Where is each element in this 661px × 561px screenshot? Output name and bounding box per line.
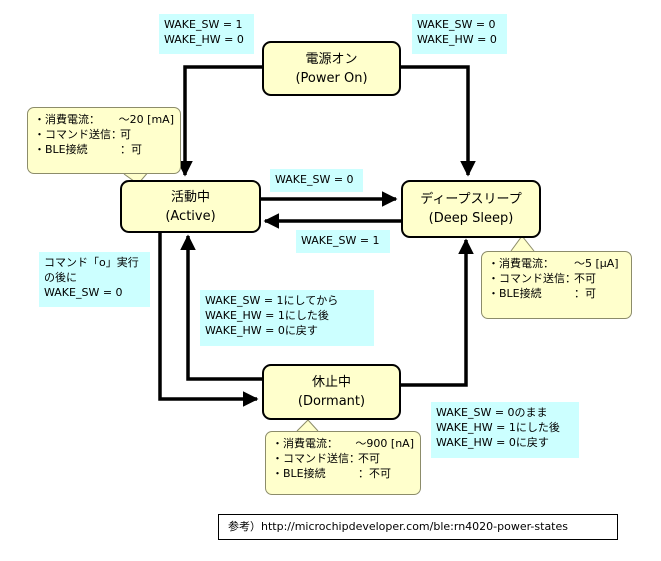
note-row: ・コマンド送信：可: [34, 127, 174, 142]
note-row: ・消費電流： ～900 [nA]: [272, 436, 414, 451]
note-deep-sleep: ・消費電流： ～5 [μA] ・コマンド送信：不可 ・BLE接続 ：可: [481, 251, 632, 319]
condition-line: WAKE_SW = 0: [44, 286, 123, 299]
condition-line: WAKE_SW = 0のまま: [436, 406, 548, 419]
arrow-power-to-active: [177, 65, 262, 177]
note-label: ・消費電流：: [272, 437, 338, 450]
state-active-subtitle: (Active): [165, 208, 216, 224]
note-value: 可: [120, 128, 131, 141]
note-label: ・BLE接続: [272, 467, 326, 480]
note-label: ・コマンド送信：: [488, 272, 576, 285]
reference-box: 参考）http://microchipdeveloper.com/ble:rn4…: [218, 514, 618, 540]
note-row: ・BLE接続 ：不可: [272, 466, 414, 481]
note-value: ：不可: [358, 467, 391, 480]
condition-line: WAKE_HW = 0に戻す: [205, 324, 318, 337]
note-label: ・消費電流：: [34, 113, 100, 126]
note-row: ・コマンド送信：不可: [488, 271, 625, 286]
state-deep-sleep-subtitle: (Deep Sleep): [428, 211, 514, 226]
state-power-on-subtitle: (Power On): [295, 70, 368, 86]
note-value: ～900 [nA]: [355, 437, 414, 450]
condition-line: WAKE_SW = 0: [275, 173, 354, 186]
note-active: ・消費電流： ～20 [mA] ・コマンド送信：可 ・BLE接続 ：可: [27, 107, 181, 174]
arrow-dormant-to-active: [180, 234, 262, 381]
note-label: ・BLE接続: [488, 287, 542, 300]
condition-line: WAKE_HW = 0: [417, 33, 497, 46]
state-dormant: 休止中 (Dormant): [262, 364, 401, 420]
note-row: ・BLE接続 ：可: [488, 286, 625, 301]
dormant-note-pointer: [296, 419, 319, 432]
note-value: ～20 [mA]: [118, 113, 174, 126]
note-value: ：可: [120, 143, 142, 156]
state-deep-sleep: ディープスリープ (Deep Sleep): [401, 180, 541, 238]
condition-power-to-active: WAKE_SW = 1 WAKE_HW = 0: [159, 14, 254, 54]
condition-active-to-sleep: WAKE_SW = 0: [270, 169, 363, 192]
condition-line: の後に: [44, 271, 77, 284]
state-deep-sleep-title: ディープスリープ: [420, 192, 522, 207]
note-label: ・消費電流：: [488, 257, 554, 270]
condition-sleep-to-active: WAKE_SW = 1: [296, 230, 390, 253]
condition-line: WAKE_HW = 0に戻す: [436, 436, 549, 449]
note-row: ・消費電流： ～5 [μA]: [488, 256, 625, 271]
note-row: ・コマンド送信：不可: [272, 451, 414, 466]
condition-active-to-dormant: コマンド「o」実行 の後に WAKE_SW = 0: [39, 252, 150, 307]
condition-line: WAKE_SW = 1にしてから: [205, 294, 339, 307]
condition-line: WAKE_SW = 1: [164, 18, 243, 31]
state-active: 活動中 (Active): [120, 180, 261, 233]
note-value: 不可: [574, 272, 596, 285]
note-row: ・BLE接続 ：可: [34, 142, 174, 157]
condition-line: WAKE_SW = 1: [301, 234, 380, 247]
condition-line: コマンド「o」実行: [44, 256, 139, 269]
state-dormant-title: 休止中: [311, 375, 351, 390]
note-dormant: ・消費電流： ～900 [nA] ・コマンド送信：不可 ・BLE接続 ：不可: [265, 431, 421, 495]
condition-line: WAKE_SW = 0: [417, 18, 496, 31]
state-power-on: 電源オン (Power On): [262, 41, 401, 96]
note-value: ～5 [μA]: [574, 257, 619, 270]
note-row: ・消費電流： ～20 [mA]: [34, 112, 174, 127]
note-value: ：可: [574, 287, 596, 300]
state-power-on-title: 電源オン: [305, 51, 358, 67]
condition-dormant-to-sleep: WAKE_SW = 0のまま WAKE_HW = 1にした後 WAKE_HW =…: [431, 402, 579, 458]
arrow-active-to-dormant: [158, 233, 259, 407]
reference-text: 参考）http://microchipdeveloper.com/ble:rn4…: [228, 520, 568, 533]
condition-line: WAKE_HW = 0: [164, 33, 244, 46]
condition-power-to-sleep: WAKE_SW = 0 WAKE_HW = 0: [412, 14, 507, 54]
arrow-dormant-to-sleep: [401, 238, 474, 387]
condition-line: WAKE_HW = 1にした後: [205, 309, 329, 322]
note-value: 不可: [358, 452, 380, 465]
state-active-title: 活動中: [170, 189, 210, 205]
sleep-note-pointer: [510, 235, 535, 252]
note-label: ・コマンド送信：: [34, 128, 122, 141]
note-label: ・BLE接続: [34, 143, 88, 156]
state-dormant-subtitle: (Dormant): [297, 394, 366, 409]
condition-line: WAKE_HW = 1にした後: [436, 421, 560, 434]
arrow-power-to-sleep: [401, 65, 476, 177]
condition-dormant-to-active: WAKE_SW = 1にしてから WAKE_HW = 1にした後 WAKE_HW…: [200, 290, 374, 346]
note-label: ・コマンド送信：: [272, 452, 360, 465]
